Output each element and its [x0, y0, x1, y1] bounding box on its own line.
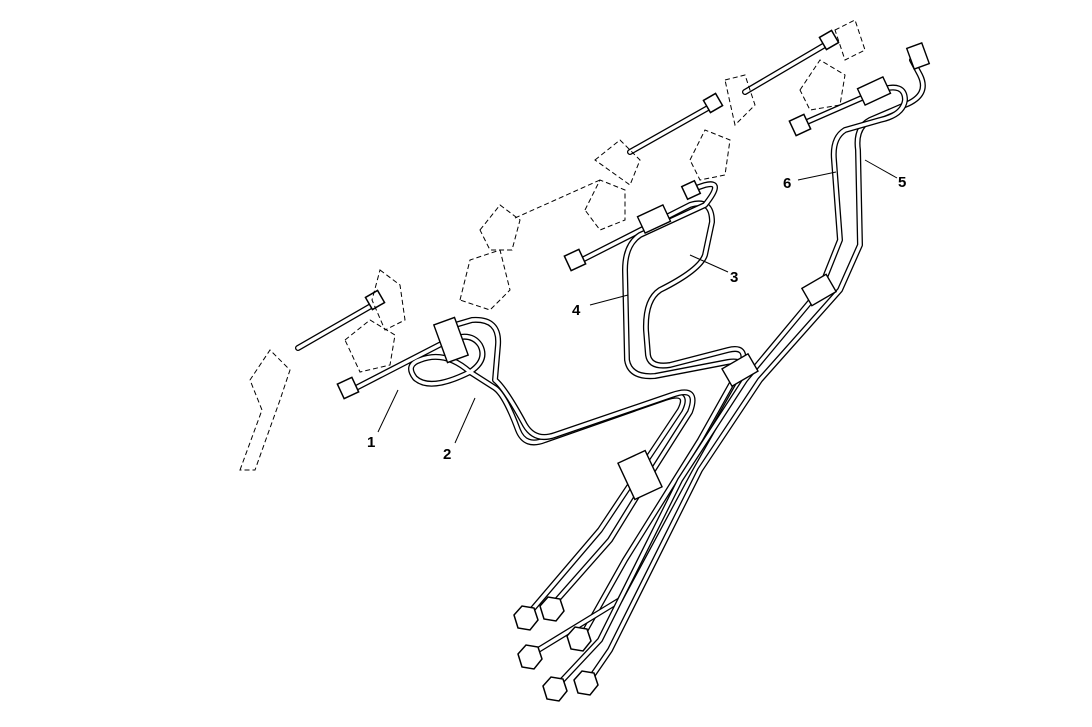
leak-off-rail — [295, 29, 840, 351]
callout-2: 2 — [443, 446, 452, 463]
pipe-6 — [552, 84, 908, 691]
injector-connectors — [336, 113, 812, 400]
injector-outlines — [239, 19, 866, 471]
pipe-2 — [452, 316, 696, 611]
callout-leaders — [377, 159, 898, 444]
callout-1: 1 — [367, 434, 376, 451]
pump-end-nuts — [513, 596, 599, 702]
callout-6: 6 — [783, 175, 792, 192]
pipe-clamps — [432, 42, 931, 501]
pipe-3 — [575, 200, 747, 643]
callout-4: 4 — [572, 302, 581, 319]
callout-5: 5 — [898, 174, 907, 191]
callout-3: 3 — [730, 269, 739, 286]
